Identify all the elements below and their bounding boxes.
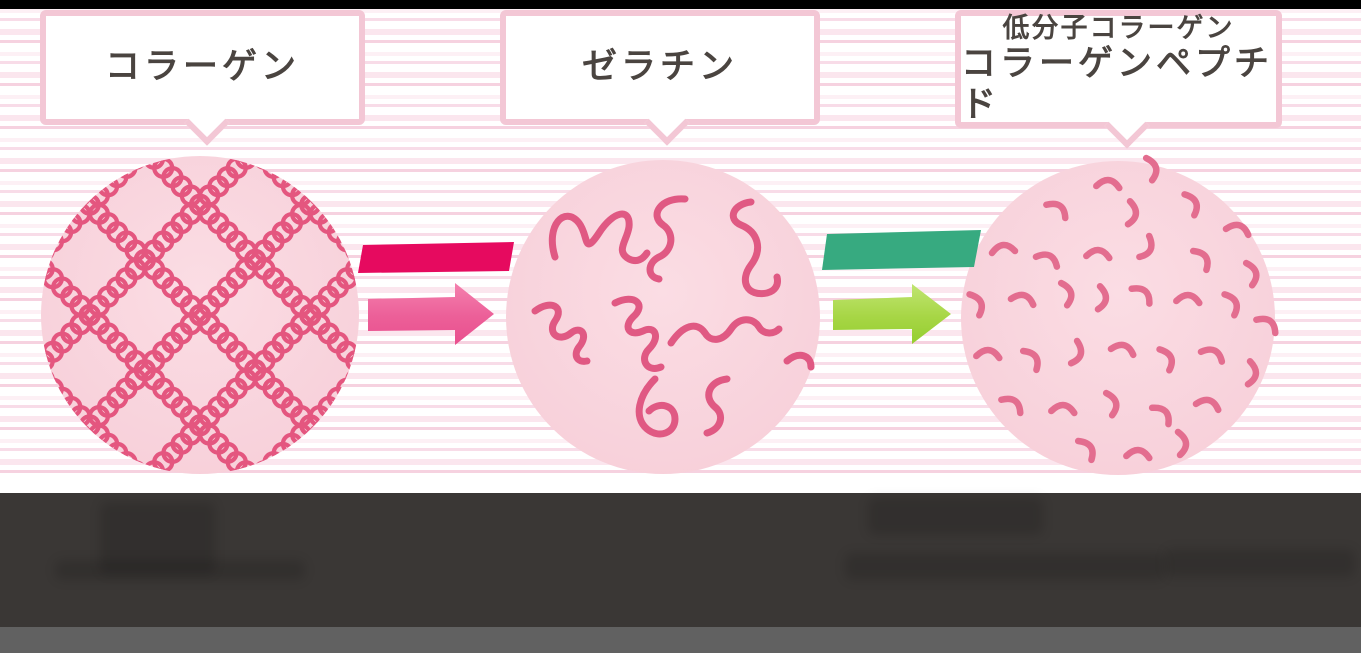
- speech-bubble-collagen: コラーゲン: [40, 10, 365, 146]
- highlight-band-1: [358, 242, 514, 273]
- stage-label-gelatin: ゼラチン: [581, 47, 738, 88]
- redaction-smudge: [845, 553, 1165, 580]
- redaction-smudge: [100, 502, 215, 574]
- white-gap: [0, 476, 1361, 493]
- redaction-smudge: [1165, 549, 1355, 577]
- collagen-circle-illustration: [41, 156, 359, 474]
- process-arrow-icon-2: [833, 284, 951, 344]
- redaction-smudge: [868, 497, 1043, 535]
- short-fragments-pattern: [966, 154, 1279, 464]
- stage-label-peptide-line1: 低分子コラーゲン: [1002, 13, 1235, 45]
- stage-label-collagen: コラーゲン: [104, 47, 300, 88]
- gelatin-circle-illustration: [506, 160, 820, 474]
- speech-bubble-gelatin: ゼラチン: [500, 10, 820, 146]
- top-black-bar: [0, 0, 1361, 9]
- redacted-dark-panel: [0, 493, 1361, 627]
- footer-gray-panel: [0, 627, 1361, 653]
- speech-bubble-peptide: 低分子コラーゲン コラーゲンペプチド: [955, 10, 1282, 149]
- redaction-smudge: [55, 560, 305, 580]
- peptide-circle-illustration: [961, 154, 1279, 475]
- stage-label-peptide-line2: コラーゲンペプチド: [961, 44, 1274, 125]
- process-arrow-icon-1: [368, 283, 494, 345]
- highlight-band-2: [822, 230, 981, 270]
- loose-strands-pattern: [531, 195, 815, 438]
